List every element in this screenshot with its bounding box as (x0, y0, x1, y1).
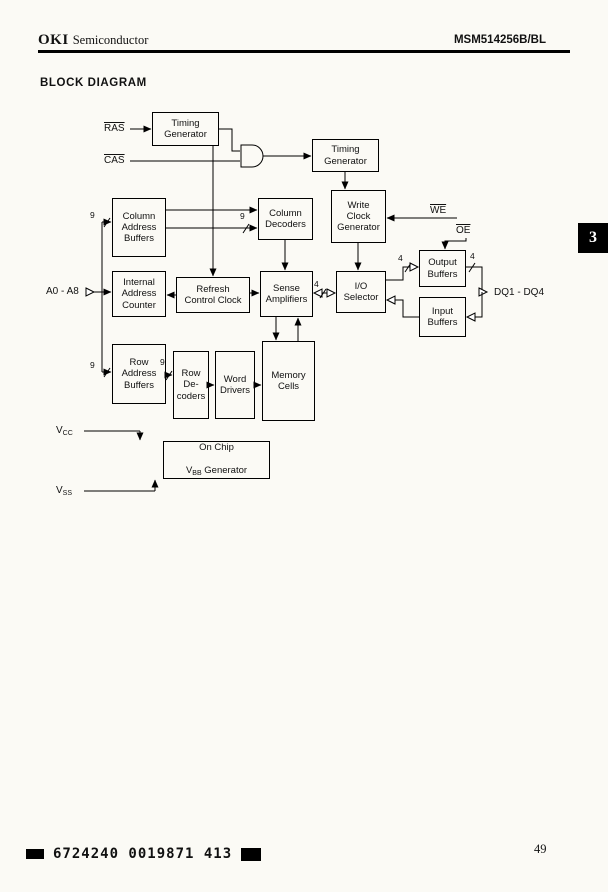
block-refresh-control-clock: Refresh Control Clock (176, 277, 250, 313)
header-rule (38, 50, 570, 53)
bus-width-sense-io: 4 (314, 279, 319, 289)
slash-sense-io (319, 288, 327, 299)
block-input-buffers: Input Buffers (419, 297, 466, 337)
vbb-line1: On Chip (199, 442, 234, 454)
block-internal-address-counter: Internal Address Counter (112, 271, 166, 317)
block-io-selector: I/O Selector (336, 271, 386, 313)
conn-dq-inputbuffers (465, 292, 483, 322)
section-tab: 3 (578, 223, 608, 253)
signal-we: WE (430, 205, 447, 216)
signal-vcc: VCC (56, 425, 73, 440)
vbb-generator-text: On Chip VBB Generator (186, 431, 247, 489)
bus-width-out-dq: 4 (470, 251, 475, 261)
slash-col-dec (242, 223, 250, 234)
slash-row-buf (103, 367, 111, 378)
page-title: BLOCK DIAGRAM (40, 77, 147, 89)
bus-width-row-dec: 9 (160, 357, 165, 367)
block-word-drivers: Word Drivers (215, 351, 255, 419)
footer-code-text: 6724240 0019871 413 (53, 846, 233, 862)
block-timing-generator-cas: Timing Generator (312, 139, 379, 172)
block-timing-generator-ras: Timing Generator (152, 112, 219, 146)
slash-row-dec (165, 370, 173, 381)
block-column-address-buffers: Column Address Buffers (112, 198, 166, 257)
vbb-v: V (185, 464, 193, 476)
connector-lines (84, 125, 489, 492)
conn-inputbuffers-ioselector (385, 295, 419, 318)
bus-slashes (103, 217, 476, 381)
block-vbb-generator: On Chip VBB Generator (163, 441, 270, 479)
bus-width-col-dec: 9 (240, 211, 245, 221)
logo-suffix: Semiconductor (72, 33, 149, 47)
part-number: MSM514256B/BL (453, 34, 546, 46)
vcc-base: V (56, 425, 63, 436)
block-write-clock-generator: Write Clock Generator (331, 190, 386, 243)
footer-code: 6724240 0019871 413 (26, 846, 262, 862)
vbb-line2: VBB Generator (186, 465, 247, 478)
conn-ioselector-outputbuffers (386, 262, 420, 281)
conn-oe-outputbuffers (441, 238, 467, 250)
signal-vss: VSS (56, 485, 72, 500)
vbb-sub: BB (192, 469, 202, 477)
signal-cas: CAS (104, 155, 125, 166)
signal-oe: OE (456, 225, 471, 236)
slash-out-dq (468, 262, 476, 273)
signal-ras: RAS (104, 123, 125, 134)
block-output-buffers: Output Buffers (419, 250, 466, 287)
block-row-decoders: Row De- coders (173, 351, 209, 419)
conn-timing1-gate (219, 128, 240, 152)
bus-width-io-out: 4 (398, 253, 403, 263)
conn-outputbuffers-dq (466, 266, 483, 292)
block-memory-cells: Memory Cells (262, 341, 315, 421)
slash-col-buf (103, 217, 111, 228)
vcc-sub: CC (62, 430, 73, 437)
footer-mark-right (241, 847, 262, 861)
vss-base: V (56, 485, 63, 496)
signal-dq: DQ1 - DQ4 (494, 287, 545, 298)
vss-sub: SS (62, 490, 73, 497)
page-number: 49 (534, 842, 547, 856)
oki-logo: OKI (38, 32, 69, 48)
bus-width-row-buf: 9 (90, 360, 95, 370)
block-column-decoders: Column Decoders (258, 198, 313, 240)
block-row-address-buffers: Row Address Buffers (112, 344, 166, 404)
block-sense-amplifiers: Sense Amplifiers (260, 271, 313, 317)
vbb-rest: Generator (204, 464, 248, 476)
bus-width-col-buf: 9 (90, 210, 95, 220)
footer-mark-left (26, 849, 44, 859)
and-gate (240, 144, 264, 168)
signal-address: A0 - A8 (46, 286, 79, 297)
section-tab-number: 3 (589, 229, 597, 246)
slash-io-out (404, 262, 412, 273)
